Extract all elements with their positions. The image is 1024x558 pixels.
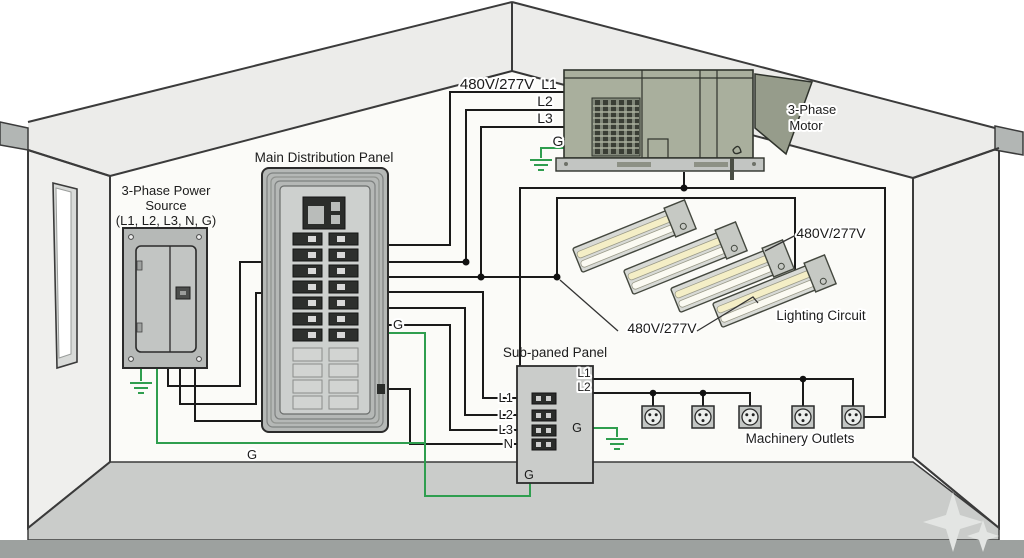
source-label-line2: Source [145, 198, 186, 213]
main-breaker [302, 196, 346, 230]
lighting-voltage-bottom-label: 480V/277V [627, 320, 697, 336]
motor-l3-label: L3 [537, 110, 553, 126]
ground-sub-stub [593, 427, 618, 437]
floor-edge [0, 540, 1024, 558]
wire-motor-l1 [358, 91, 564, 246]
machinery-outlet [791, 405, 815, 429]
wire-motor-l3 [480, 126, 564, 277]
wires-black [167, 91, 886, 445]
junction-dot [477, 273, 485, 281]
roof-outer-left [27, 1, 513, 123]
motor-g-label: G [553, 133, 564, 149]
lighting-circuit-label: Lighting Circuit [776, 308, 866, 323]
wall-tops [27, 147, 1000, 179]
machinery-outlet [841, 405, 865, 429]
machinery-outlet [691, 405, 715, 429]
junction-dot [649, 389, 657, 397]
junction-dot [680, 184, 688, 192]
wall-floor-joints [27, 456, 1000, 529]
machinery-outlet [641, 405, 665, 429]
light-fixture [712, 254, 838, 328]
left-eave [0, 121, 29, 151]
machinery-outlets [641, 405, 865, 429]
motor-l2-label: L2 [537, 93, 553, 109]
light-fixture [670, 239, 796, 313]
sub-in-n-label: N [504, 436, 513, 451]
sub-in-l1-label: L1 [499, 390, 513, 405]
sub-breakers [531, 392, 557, 451]
junction-dots [462, 184, 807, 397]
ground-panel-to-sub [358, 332, 531, 497]
window [52, 181, 78, 370]
light-fixture [572, 199, 698, 273]
lighting-fixtures [572, 199, 838, 328]
motor-vent-grille [591, 97, 641, 157]
junction-dot [553, 273, 561, 281]
ground-symbol-motor [530, 159, 552, 171]
source-label-line1: 3-Phase Power [122, 183, 212, 198]
sub-g-bottom-label: G [524, 468, 534, 482]
junction-dot [699, 389, 707, 397]
sub-panel [516, 365, 594, 484]
right-eave [994, 125, 1024, 156]
main-distribution-panel [261, 167, 389, 433]
sub-in-l3-label: L3 [499, 422, 513, 437]
ground-symbol-sub [606, 438, 628, 450]
breaker-rows [292, 232, 359, 410]
wire-motor-l2 [358, 109, 564, 263]
main-panel-label: Main Distribution Panel [255, 150, 394, 165]
lighting-voltage-leader [764, 232, 801, 252]
power-source-panel [122, 227, 208, 369]
wire-outlet-loop [519, 187, 886, 418]
machinery-outlet [738, 405, 762, 429]
label-leaders [489, 70, 801, 332]
roof-voltage-label: 480V/277V [460, 76, 534, 93]
wire-sub-l1 [358, 291, 532, 399]
panel-lug [377, 384, 385, 394]
watermark-star [923, 492, 999, 552]
wires-ground [130, 147, 628, 497]
lighting-bracket-left [559, 279, 619, 332]
sub-out-l2-label: L2 [577, 380, 591, 394]
main-panel-g-label: G [393, 317, 403, 332]
motor-label-line2: Motor [789, 118, 823, 133]
wire-sub-l3 [358, 324, 532, 431]
ground-motor-stub [540, 147, 564, 158]
sub-panel-label: Sub-paned Panel [503, 345, 607, 360]
junction-dot [462, 258, 470, 266]
wire-source-to-panel-1 [167, 261, 293, 387]
sub-in-l2-label: L2 [499, 407, 513, 422]
motor-pin [730, 158, 734, 180]
junction-dot [799, 375, 807, 383]
motor-l1-label: L1 [541, 76, 557, 92]
ground-symbol-source [130, 382, 152, 394]
sub-g-inside-label: G [572, 421, 582, 435]
ground-run [156, 366, 425, 444]
light-fixture [623, 221, 749, 295]
motor-hook [732, 145, 742, 155]
source-door [135, 245, 197, 353]
sub-out-l1-label: L1 [577, 366, 591, 380]
machinery-outlets-label: Machinery Outlets [746, 431, 855, 446]
lighting-voltage-top-label: 480V/277V [796, 225, 866, 241]
source-label-line3: (L1, L2, L3, N, G) [116, 213, 216, 228]
motor-label-line1: 3-Phase [788, 102, 836, 117]
roof-inner-left [109, 70, 513, 177]
wire-lighting-loop [556, 197, 796, 288]
wall-corners [109, 176, 914, 462]
lighting-bracket-right [696, 296, 759, 332]
roof-outer-right [511, 1, 996, 129]
ground-run-label: G [247, 447, 257, 462]
roof-voltage-brace [489, 70, 535, 78]
floor [27, 461, 1000, 541]
motor-base [555, 157, 765, 172]
wire-sub-l2 [358, 307, 532, 416]
motor-hopper [754, 73, 814, 156]
motor-unit [555, 69, 814, 180]
wire-sub-n [381, 388, 532, 445]
